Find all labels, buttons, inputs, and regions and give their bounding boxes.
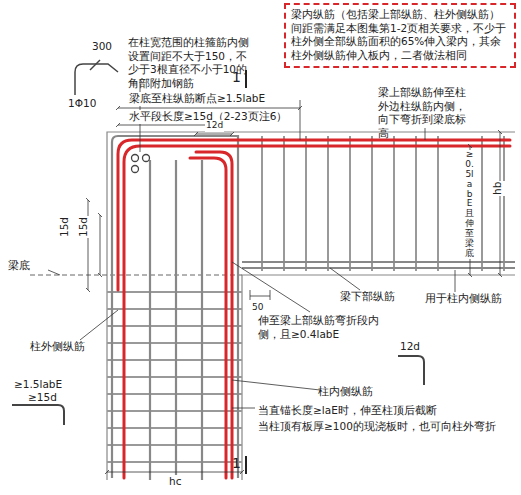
annotation-label: 1 xyxy=(232,454,241,472)
annotation-label: 1 xyxy=(232,68,241,86)
annotation-label: 当柱顶有板厚≥100的现浇板时，也可向柱外弯折 xyxy=(258,420,496,434)
note-text: 梁内纵筋（包括梁上部纵筋、柱外侧纵筋）间距需满足本图集第1-2页相关要求，不少于… xyxy=(291,8,509,63)
annotation-label: 15d xyxy=(58,216,72,238)
annotation-label: 梁下部纵筋 xyxy=(340,290,395,304)
annotation-label: 15d xyxy=(77,216,91,238)
annotation-label: 伸至梁上部纵筋弯折段内侧，且≥0.4labE xyxy=(258,314,398,341)
annotation-label: 12d xyxy=(400,340,420,354)
annotation-label: 梁底 xyxy=(8,259,30,273)
annotation-label: hb xyxy=(491,181,505,196)
annotation-label: ≥0.5labE且伸至梁底 xyxy=(464,150,475,259)
annotation-label: 50 xyxy=(252,302,263,314)
note-box: 梁内纵筋（包括梁上部纵筋、柱外侧纵筋）间距需满足本图集第1-2页相关要求，不少于… xyxy=(284,3,516,68)
annotation-label: hc xyxy=(168,475,182,489)
annotation-label: 1Φ10 xyxy=(68,97,96,111)
annotation-label: 梁底至柱纵筋断点≥1.5labE xyxy=(128,92,266,106)
annotation-label: ≥15d xyxy=(28,391,57,405)
annotation-label: 300 xyxy=(92,40,112,54)
annotation-label: 12d xyxy=(205,120,224,132)
annotation-label: 梁上部纵筋伸至柱外边柱纵筋内侧，向下弯折到梁底标高 xyxy=(378,86,476,141)
annotation-label: 当直锚长度≥laE时，伸至柱顶后截断 xyxy=(258,404,437,418)
annotation-label: 柱外侧纵筋 xyxy=(30,340,85,354)
annotation-label: 用于柱内侧纵筋 xyxy=(425,292,502,306)
annotation-label: ≥1.5labE xyxy=(14,378,62,392)
annotation-label: 柱内侧纵筋 xyxy=(318,385,373,399)
